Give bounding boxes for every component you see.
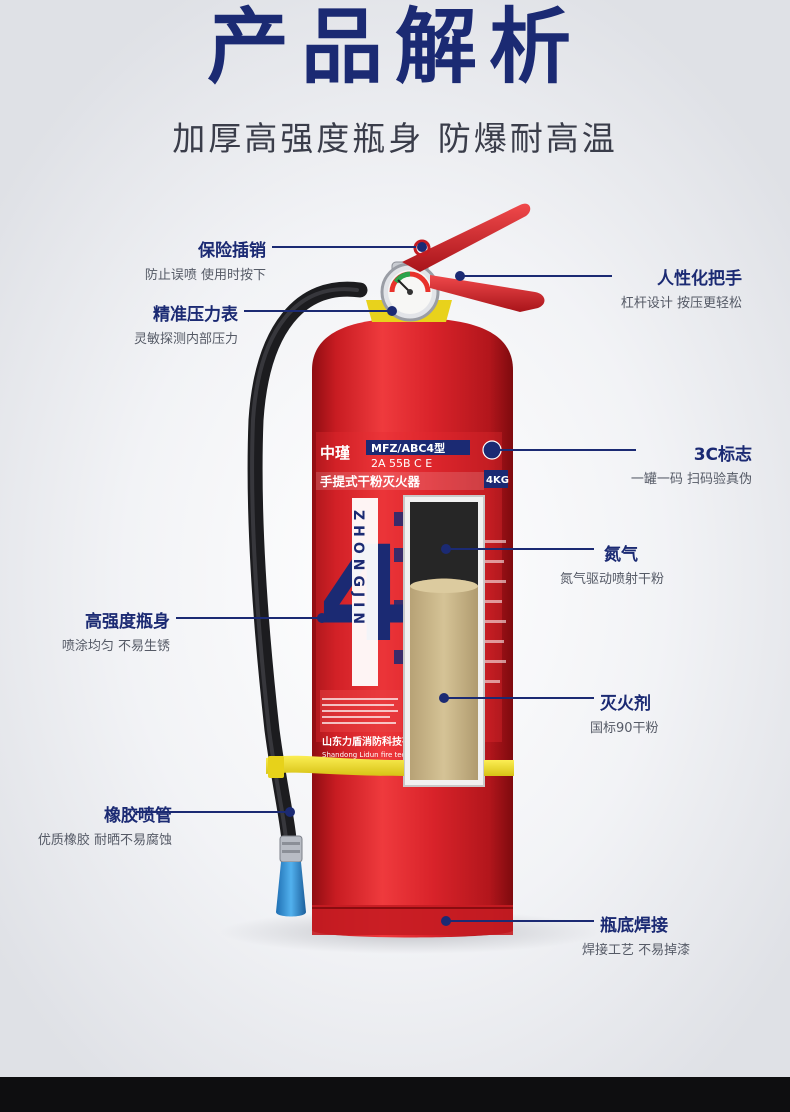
callout-high-strength-body: 高强度瓶身 喷涂均匀 不易生锈 [61, 612, 170, 654]
extinguishing-powder [410, 578, 478, 780]
hose-band [266, 755, 404, 776]
callout-nitrogen: 氮气 氮气驱动喷射干粉 [560, 545, 665, 587]
nozzle [276, 862, 306, 917]
callout-pressure-gauge: 精准压力表 灵敏探测内部压力 [133, 305, 238, 347]
weight-text: 4KG [486, 475, 509, 486]
hose-tube [247, 281, 368, 858]
callout-rubber-hose: 橡胶喷管 优质橡胶 耐晒不易腐蚀 [37, 806, 172, 848]
callout-safety-pin: 保险插销 防止误喷 使用时按下 [144, 241, 266, 283]
handle-lever [402, 203, 531, 272]
hose-coupling [279, 835, 303, 863]
page-subtitle: 加厚高强度瓶身 防爆耐高温 [172, 119, 618, 158]
company-en-text: Shandong Lidun fire technology [322, 751, 433, 759]
vertical-brand-text: ZHONGJIN [350, 510, 366, 629]
callout-handle: 人性化把手 杠杆设计 按压更轻松 [620, 269, 742, 311]
model-text: MFZ/ABC4型 [371, 441, 445, 455]
brand-text: 中瑾 [320, 444, 350, 462]
rating-text: 2A 55B C E [371, 457, 432, 470]
handle-grip [430, 275, 545, 312]
footer-bar [0, 1077, 790, 1112]
nitrogen-chamber [410, 502, 478, 586]
callout-3c-mark: 3C标志 一罐一码 扫码验真伪 [630, 445, 752, 487]
body-band [484, 760, 514, 776]
company-cn-text: 山东力盾消防科技有 [322, 735, 412, 748]
product-name-text: 手提式干粉灭火器 [320, 474, 421, 489]
callout-bottom-weld: 瓶底焊接 焊接工艺 不易掉漆 [582, 916, 691, 958]
page-title: 产品解析 [206, 0, 583, 95]
callout-extinguishing-agent: 灭火剂 国标90干粉 [590, 694, 659, 736]
